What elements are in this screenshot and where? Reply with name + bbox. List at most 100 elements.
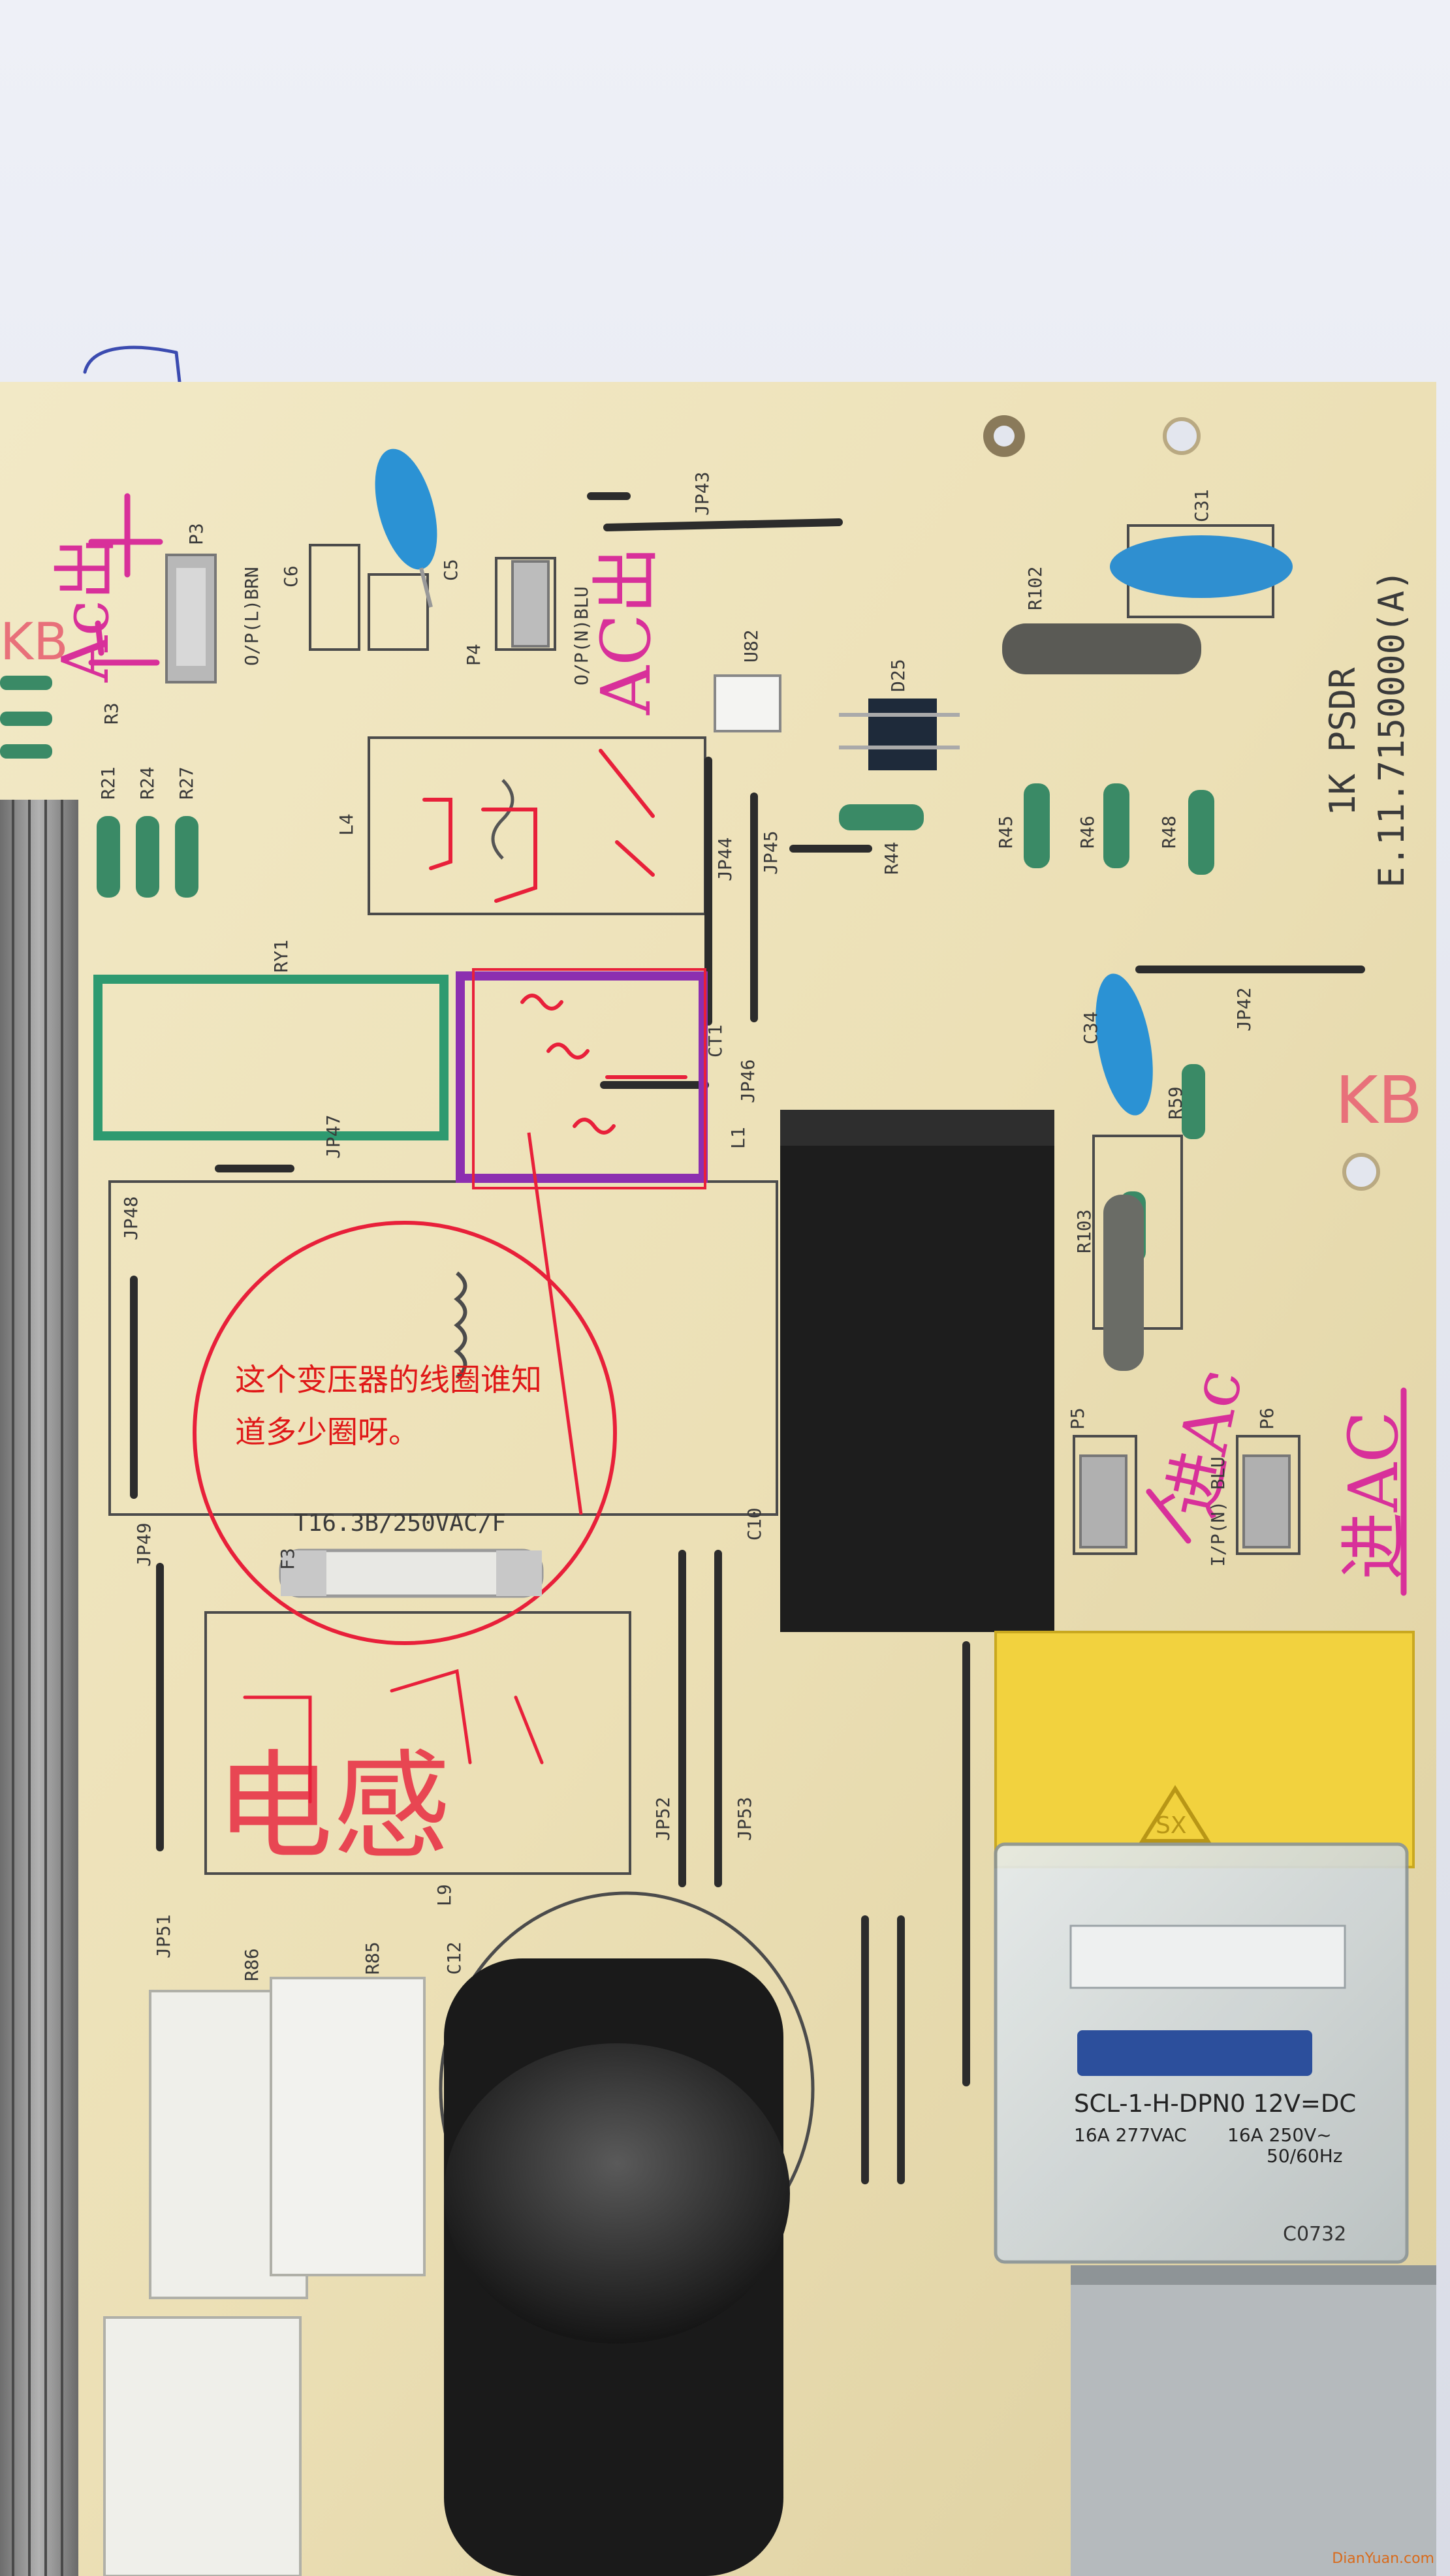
- y-capacitor: [375, 448, 437, 608]
- label-jp46: JP46: [737, 1060, 759, 1103]
- label-c34: C34: [1080, 1011, 1101, 1045]
- label-p6-desc: I/P(N) BLU: [1207, 1456, 1229, 1567]
- label-r27: R27: [176, 766, 197, 800]
- optocoupler-u82: [714, 674, 781, 732]
- relay-rating-2: 16A 250V~: [1227, 2124, 1332, 2146]
- power-relay: SCL-1-H-DPN0 12V=DC 16A 277VAC 16A 250V~…: [994, 1842, 1409, 2264]
- site-watermark: DianYuan.com: [1332, 2551, 1434, 2567]
- resistor-r48: [1188, 790, 1214, 875]
- label-ct1: CT1: [704, 1024, 726, 1058]
- label-jp43: JP43: [691, 472, 713, 516]
- label-d25: D25: [887, 659, 909, 692]
- resistor-r46: [1103, 783, 1129, 868]
- label-jp49: JP49: [133, 1523, 155, 1567]
- label-jp48: JP48: [120, 1197, 142, 1240]
- mounting-hole: [1163, 417, 1201, 455]
- label-p6: P6: [1256, 1407, 1278, 1430]
- label-r59: R59: [1165, 1086, 1186, 1120]
- label-jp45: JP45: [760, 831, 781, 875]
- power-resistor-r102: [1002, 623, 1201, 674]
- label-jp47: JP47: [323, 1115, 344, 1159]
- label-p5: P5: [1067, 1407, 1088, 1430]
- resistor-array-r3: [0, 676, 52, 759]
- handwriting-inductor-note: 电感: [215, 1739, 450, 1876]
- label-l4: L4: [336, 813, 357, 836]
- black-choke-block: [780, 1110, 1054, 1632]
- choke-l4-windings: [491, 779, 514, 860]
- handwriting-in-strokes: [1146, 1387, 1407, 1596]
- callout-leader: [527, 1132, 583, 1515]
- label-u82: U82: [740, 629, 762, 663]
- black-choke-top: [780, 1110, 1054, 1146]
- heatsink-fins: [12, 800, 63, 2576]
- label-c6: C6: [280, 565, 302, 588]
- y-capacitor: [1110, 535, 1293, 598]
- spade-connector-p6: [1242, 1454, 1291, 1548]
- spade-connector-p3: [165, 554, 217, 683]
- diode-d25: [839, 699, 960, 770]
- label-jp52: JP52: [652, 1797, 674, 1841]
- spade-connector-p5: [1079, 1454, 1127, 1548]
- capacitor-c12-top: [444, 2043, 790, 2344]
- label-r48: R48: [1158, 815, 1180, 849]
- label-fuse: T16.3B/250VAC/F: [294, 1510, 506, 1537]
- resistor-r24: [136, 816, 159, 898]
- ct1-inner-frame: [472, 968, 706, 1189]
- relay-ry1-outline: [93, 975, 449, 1140]
- label-r103: R103: [1073, 1210, 1095, 1253]
- resistor-r21: [97, 816, 120, 898]
- transformer-symbol: [454, 1271, 467, 1379]
- label-ry1: RY1: [270, 939, 292, 973]
- label-jp53: JP53: [734, 1797, 755, 1841]
- ct1-winding-marks: [520, 994, 687, 1135]
- blue-pen-mark: [83, 345, 181, 384]
- label-p4: P4: [463, 644, 484, 666]
- label-jp42: JP42: [1233, 988, 1255, 1031]
- metal-bracket-edge: [1071, 2265, 1436, 2285]
- label-r86: R86: [241, 1948, 262, 1981]
- red-ink-inductor-note-strokes: [243, 1669, 544, 1804]
- resistor-r59: [1182, 1064, 1205, 1139]
- cement-resistor-r85: [270, 1977, 426, 2276]
- label-jp51: JP51: [153, 1915, 174, 1958]
- label-c5: C5: [440, 559, 462, 581]
- handwriting-ac-out-1: Ac出: [49, 536, 123, 683]
- handwriting-ac-out-1-strokes: [88, 493, 163, 666]
- y-capacitor: [1095, 973, 1153, 1116]
- metal-bracket: [1071, 2265, 1436, 2576]
- mounting-hole: [994, 426, 1015, 447]
- label-r44: R44: [881, 841, 902, 875]
- label-f3: F3: [277, 1548, 298, 1570]
- label-p3: P3: [185, 523, 207, 545]
- handwriting-ac-in-2: 进AC: [1334, 1411, 1413, 1580]
- label-r102: R102: [1024, 567, 1046, 610]
- label-p3-desc: O/P(L)BRN: [241, 567, 262, 666]
- relay-code: C0732: [1283, 2223, 1346, 2246]
- kb-mark-left: KB: [0, 613, 69, 672]
- red-ink-scribble: [422, 749, 655, 903]
- relay-rating-1: 16A 277VAC: [1074, 2124, 1187, 2146]
- label-l9: L9: [433, 1884, 455, 1906]
- relay-frequency: 50/60Hz: [1267, 2145, 1342, 2167]
- label-c12: C12: [443, 1941, 465, 1975]
- fuse-f3: [279, 1548, 544, 1598]
- label-c10: C10: [744, 1507, 765, 1541]
- board-model-line-2: E.11.7150000(A): [1371, 569, 1412, 888]
- relay-model: SCL-1-H-DPN0 12V=DC: [1074, 2090, 1356, 2118]
- label-jp44: JP44: [714, 838, 736, 881]
- jumper-wires: [130, 492, 1365, 2184]
- mounting-hole: [1342, 1153, 1380, 1191]
- power-resistor-r103b: [1103, 1195, 1144, 1371]
- callout-annotation: 这个变压器的线圈谁知 道多少圈呀。: [235, 1362, 542, 1451]
- resistor-r45: [1024, 783, 1050, 868]
- ct1-highlight-frame: [456, 971, 708, 1183]
- label-r85: R85: [362, 1941, 383, 1975]
- board-model-line-1: 1K PSDR: [1322, 667, 1363, 816]
- label-p4-desc: O/P(N)BLU: [571, 586, 592, 685]
- label-r3: R3: [101, 702, 122, 725]
- label-r21: R21: [97, 766, 119, 800]
- callout-circle: [193, 1221, 617, 1645]
- cement-resistor-bottom: [103, 2316, 302, 2576]
- label-r45: R45: [995, 815, 1017, 849]
